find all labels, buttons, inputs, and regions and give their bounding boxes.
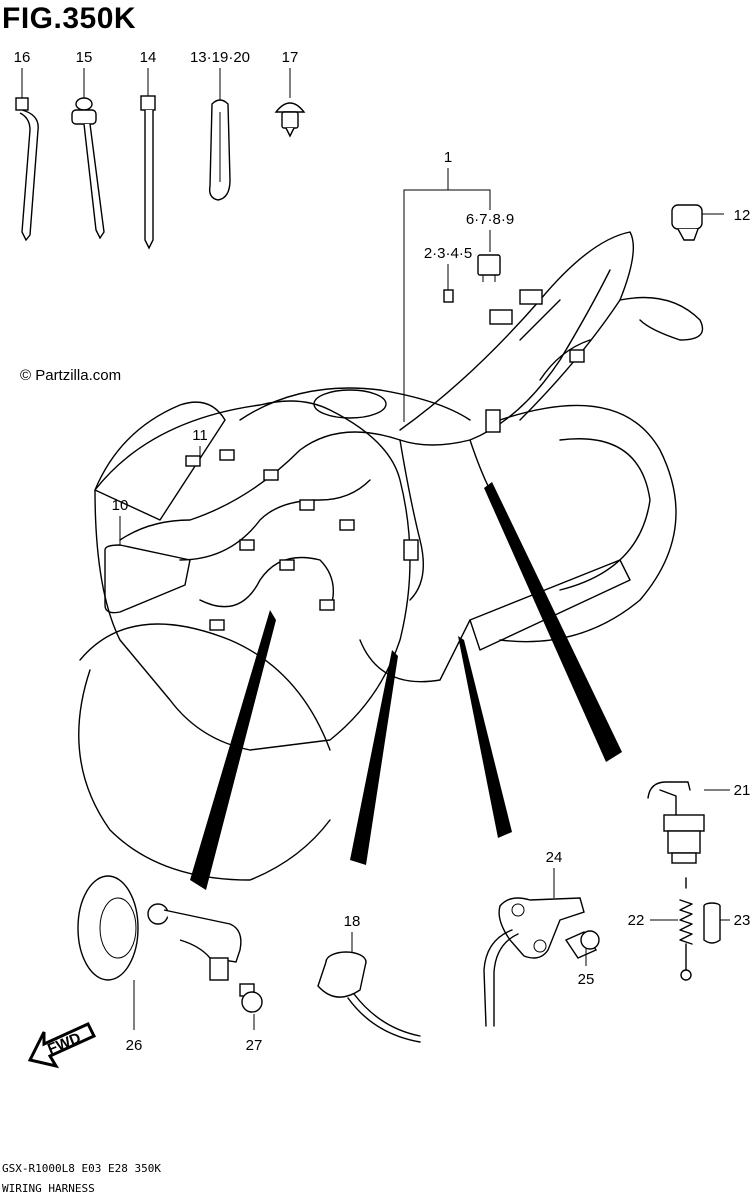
callout-16[interactable]: 16 <box>14 49 31 66</box>
callout-11[interactable]: 11 <box>192 427 208 444</box>
callout-23[interactable]: 23 <box>734 912 751 929</box>
switch-part-24[interactable] <box>483 897 585 1027</box>
callout-10[interactable]: 10 <box>112 497 129 514</box>
pointer-horn <box>190 610 276 890</box>
callout-2-3-4-5[interactable]: 2·3·4·5 <box>424 245 472 262</box>
fwd-arrow-icon: FWD <box>27 1022 97 1069</box>
clip-part-17[interactable] <box>274 102 306 138</box>
callout-22[interactable]: 22 <box>628 912 645 929</box>
cable-tie-mount-part-15[interactable] <box>71 97 105 240</box>
watermark: © Partzilla.com <box>20 367 121 384</box>
callout-6-7-8-9[interactable]: 6·7·8·9 <box>466 211 514 228</box>
screw-part-25[interactable] <box>564 930 600 959</box>
callout-18[interactable]: 18 <box>344 913 361 930</box>
cable-tie-part-14[interactable] <box>140 95 156 250</box>
callout-21[interactable]: 21 <box>734 782 751 799</box>
pointer-switch-18 <box>350 650 398 865</box>
footer-model-code: GSX-R1000L8 E03 E28 350K <box>2 1162 161 1175</box>
spring-part-22[interactable] <box>679 877 693 981</box>
callout-13-19-20[interactable]: 13·19·20 <box>190 49 250 66</box>
callout-14[interactable]: 14 <box>140 49 157 66</box>
callout-25[interactable]: 25 <box>578 971 595 988</box>
callout-12[interactable]: 12 <box>734 207 751 224</box>
pointer-switch-21 <box>484 482 622 762</box>
callout-26[interactable]: 26 <box>126 1037 143 1054</box>
horn-part-26[interactable] <box>77 875 242 981</box>
footer-figure-name: WIRING HARNESS <box>2 1182 95 1195</box>
figure-title: FIG.350K <box>2 2 136 35</box>
motorcycle-body <box>78 231 704 881</box>
callout-15[interactable]: 15 <box>76 49 93 66</box>
relay-part-6[interactable] <box>477 254 501 282</box>
callout-1[interactable]: 1 <box>444 149 452 166</box>
leader-1-bracket <box>403 189 491 422</box>
pointer-switch-24 <box>458 636 512 838</box>
callout-24[interactable]: 24 <box>546 849 563 866</box>
connector-part-12[interactable] <box>671 204 703 241</box>
callout-17[interactable]: 17 <box>282 49 299 66</box>
cable-tie-clamp-part-16[interactable] <box>15 97 39 242</box>
switch-part-21[interactable] <box>647 781 705 864</box>
pin-part-23[interactable] <box>703 902 721 944</box>
fwd-label: FWD <box>45 1029 83 1058</box>
switch-part-18[interactable] <box>317 951 421 1043</box>
wiring-harness <box>104 269 611 631</box>
callout-27[interactable]: 27 <box>246 1037 263 1054</box>
fuse-part-2[interactable] <box>443 289 454 303</box>
bolt-part-27[interactable] <box>239 983 263 1013</box>
harness-clamp-part-13[interactable] <box>208 99 231 201</box>
